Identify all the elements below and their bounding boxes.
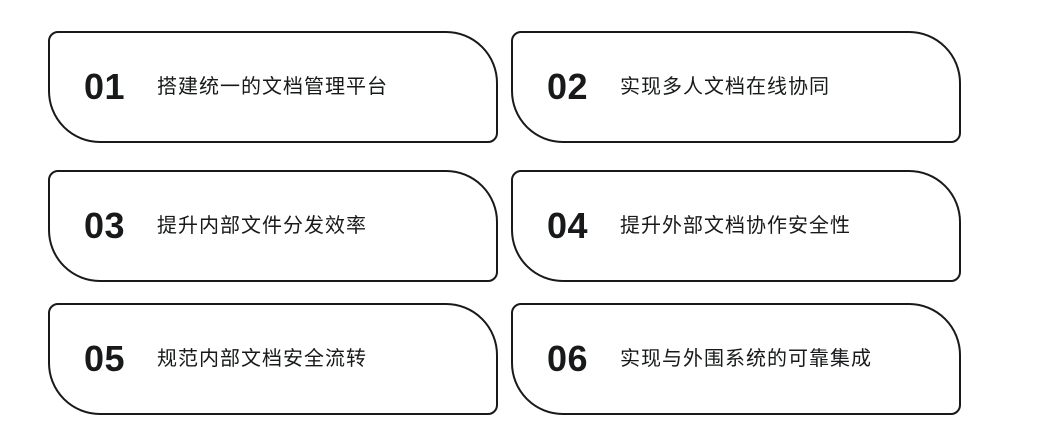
- goal-card-label: 规范内部文档安全流转: [157, 348, 368, 370]
- goal-card-number: 03: [84, 205, 126, 246]
- goal-card-06[interactable]: 06 实现与外围系统的可靠集成: [511, 303, 961, 415]
- goal-card-number: 06: [547, 338, 589, 379]
- goal-card-02[interactable]: 02 实现多人文档在线协同: [511, 31, 961, 143]
- goal-card-number: 04: [547, 205, 589, 246]
- goal-card-05[interactable]: 05 规范内部文档安全流转: [48, 303, 498, 415]
- goal-card-03[interactable]: 03 提升内部文件分发效率: [48, 170, 498, 282]
- goal-card-label: 实现多人文档在线协同: [620, 76, 831, 98]
- goal-card-number: 02: [547, 66, 589, 107]
- goal-card-number: 01: [84, 66, 126, 107]
- goal-card-label: 实现与外围系统的可靠集成: [620, 348, 873, 370]
- goal-card-label: 提升外部文档协作安全性: [620, 215, 852, 237]
- goal-card-04[interactable]: 04 提升外部文档协作安全性: [511, 170, 961, 282]
- goal-card-01[interactable]: 01 搭建统一的文档管理平台: [48, 31, 498, 143]
- goal-card-number: 05: [84, 338, 126, 379]
- goal-card-label: 搭建统一的文档管理平台: [157, 76, 389, 98]
- goal-card-label: 提升内部文件分发效率: [157, 215, 368, 237]
